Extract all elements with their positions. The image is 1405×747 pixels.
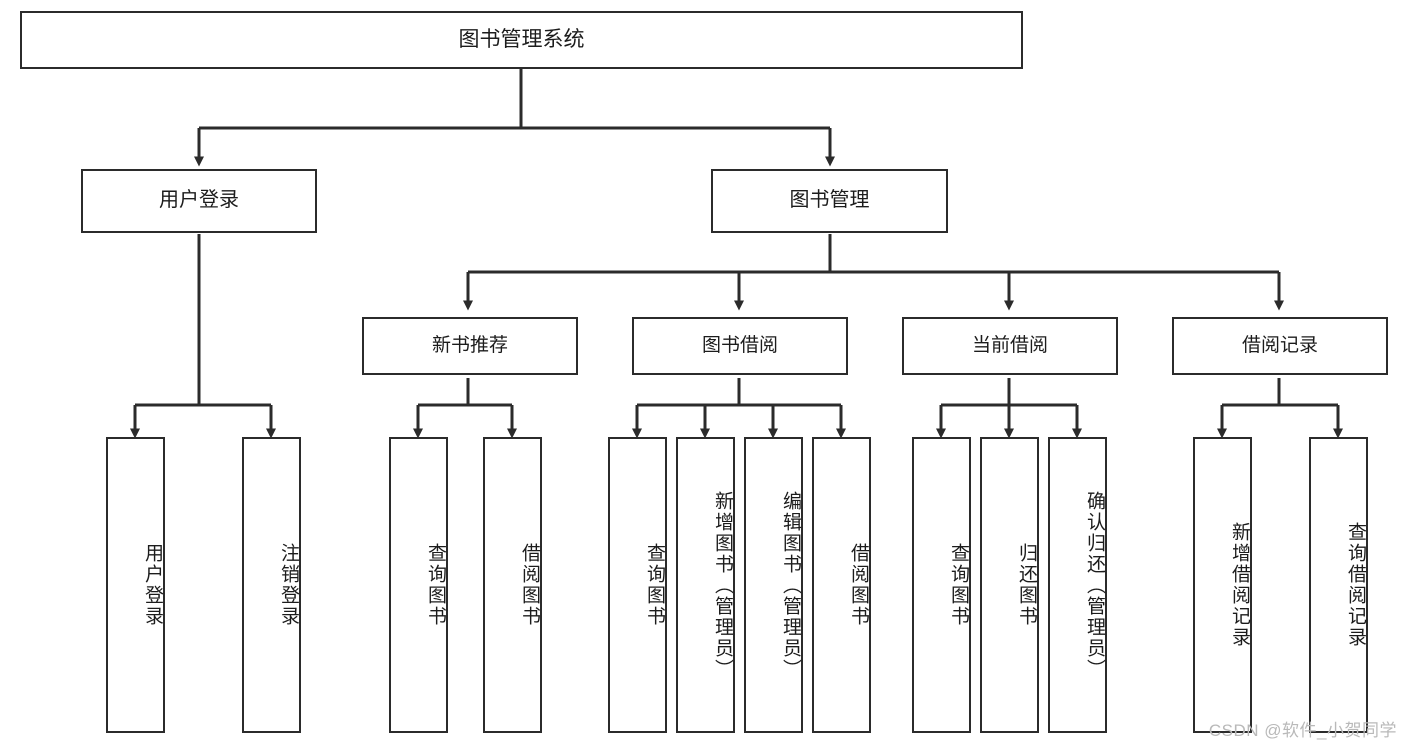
leaf-return-book-label: 归还图书 xyxy=(1016,543,1037,627)
leaf-add-book-label: 新增图书（管理员） xyxy=(712,490,733,680)
leaf-confirm-return[interactable]: 确认归还（管理员） xyxy=(1048,437,1107,733)
leaf-query-book-2-label: 查询图书 xyxy=(644,543,665,627)
node-user-login[interactable]: 用户登录 xyxy=(81,169,317,233)
leaf-user-login[interactable]: 用户登录 xyxy=(106,437,165,733)
leaf-add-record-label: 新增借阅记录 xyxy=(1229,522,1250,648)
leaf-query-book-3[interactable]: 查询图书 xyxy=(912,437,971,733)
node-root-label: 图书管理系统 xyxy=(458,27,585,51)
leaf-query-book-1[interactable]: 查询图书 xyxy=(389,437,448,733)
node-book-borrow-label: 图书借阅 xyxy=(701,334,778,356)
leaf-add-record[interactable]: 新增借阅记录 xyxy=(1193,437,1252,733)
node-new-book-recommend-label: 新书推荐 xyxy=(431,334,508,356)
node-root[interactable]: 图书管理系统 xyxy=(20,11,1023,69)
leaf-query-book-3-label: 查询图书 xyxy=(948,543,969,627)
node-user-login-label: 用户登录 xyxy=(159,189,239,212)
leaf-confirm-return-label: 确认归还（管理员） xyxy=(1084,490,1105,680)
leaf-borrow-book-1[interactable]: 借阅图书 xyxy=(483,437,542,733)
node-current-borrow-label: 当前借阅 xyxy=(971,334,1048,356)
leaf-add-book[interactable]: 新增图书（管理员） xyxy=(676,437,735,733)
node-book-management-label: 图书管理 xyxy=(789,189,870,212)
watermark: CSDN @软件_小贺同学 xyxy=(1208,721,1397,740)
leaf-borrow-book-2-label: 借阅图书 xyxy=(848,543,869,627)
node-borrow-record-label: 借阅记录 xyxy=(1241,334,1318,356)
leaf-edit-book[interactable]: 编辑图书（管理员） xyxy=(744,437,803,733)
leaf-borrow-book-2[interactable]: 借阅图书 xyxy=(812,437,871,733)
leaf-query-book-1-label: 查询图书 xyxy=(425,543,446,627)
leaf-return-book[interactable]: 归还图书 xyxy=(980,437,1039,733)
leaf-logout-label: 注销登录 xyxy=(278,543,299,627)
node-current-borrow[interactable]: 当前借阅 xyxy=(902,317,1118,375)
node-book-management[interactable]: 图书管理 xyxy=(711,169,948,233)
leaf-query-record[interactable]: 查询借阅记录 xyxy=(1309,437,1368,733)
leaf-borrow-book-1-label: 借阅图书 xyxy=(519,543,540,627)
leaf-query-record-label: 查询借阅记录 xyxy=(1345,522,1366,648)
node-book-borrow[interactable]: 图书借阅 xyxy=(632,317,848,375)
leaf-edit-book-label: 编辑图书（管理员） xyxy=(780,490,801,680)
node-borrow-record[interactable]: 借阅记录 xyxy=(1172,317,1388,375)
leaf-query-book-2[interactable]: 查询图书 xyxy=(608,437,667,733)
leaf-logout[interactable]: 注销登录 xyxy=(242,437,301,733)
leaf-user-login-label: 用户登录 xyxy=(142,543,163,627)
node-new-book-recommend[interactable]: 新书推荐 xyxy=(362,317,578,375)
